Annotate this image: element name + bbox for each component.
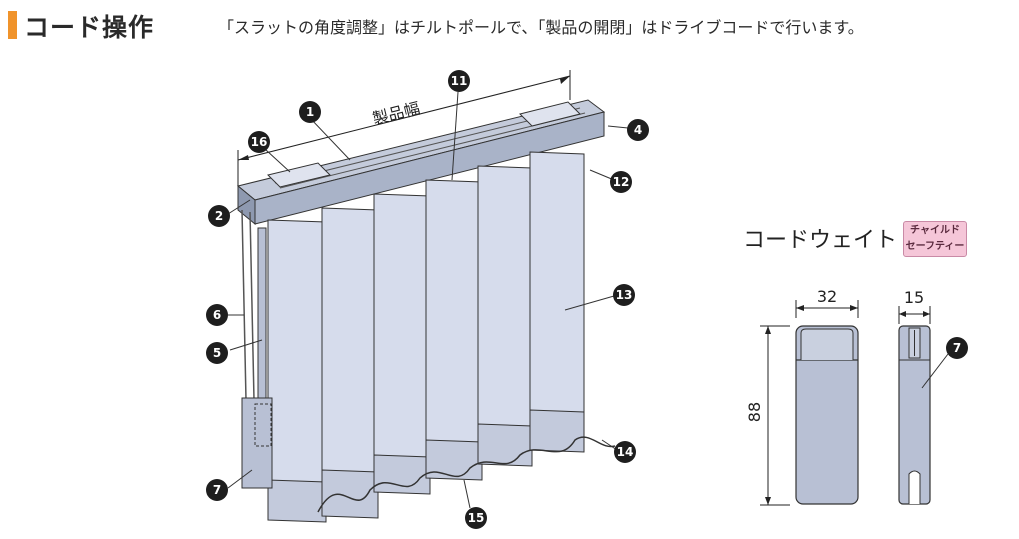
svg-text:6: 6	[213, 308, 221, 322]
slat	[425, 179, 483, 481]
slat	[267, 219, 327, 523]
description-text: 「スラットの角度調整」はチルトポールで、「製品の開閉」はドライブコードで行います…	[218, 18, 864, 37]
slats	[267, 151, 585, 523]
depth-dimension-label: 15	[904, 288, 924, 307]
cords-and-pole	[241, 209, 273, 489]
cord-weight-front-view: 32 88	[745, 287, 859, 506]
callout-4: 4	[627, 119, 649, 141]
callout-14: 14	[614, 441, 636, 463]
callout-13: 13	[613, 284, 635, 306]
svg-text:11: 11	[451, 74, 468, 88]
bottom-chain	[317, 436, 616, 513]
head-rail	[236, 99, 606, 226]
badge-line-1: チャイルド	[910, 225, 960, 236]
callout-7: 7	[206, 479, 228, 501]
callout-1: 1	[299, 101, 321, 123]
svg-text:4: 4	[634, 123, 642, 137]
callout-2: 2	[208, 205, 230, 227]
page-title: コード操作	[24, 13, 155, 42]
svg-text:7: 7	[953, 341, 961, 355]
callout-12: 12	[610, 171, 632, 193]
callout-5: 5	[206, 342, 228, 364]
svg-text:13: 13	[616, 288, 633, 302]
badge-line-2: セーフティー	[905, 241, 965, 252]
svg-text:2: 2	[215, 209, 223, 223]
svg-text:16: 16	[251, 135, 268, 149]
slat	[477, 165, 533, 467]
cord-weight-title: コードウェイト	[743, 228, 898, 253]
svg-text:5: 5	[213, 346, 221, 360]
product-width-label: 製品幅	[371, 98, 422, 128]
slat	[321, 207, 379, 519]
height-dimension-label: 88	[745, 402, 764, 422]
callout-15: 15	[465, 507, 487, 529]
slat	[529, 151, 585, 453]
width-dimension-label: 32	[817, 287, 837, 306]
callout-11: 11	[448, 70, 470, 92]
slat	[373, 193, 431, 495]
child-safety-badge: チャイルド セーフティー	[903, 221, 967, 257]
svg-text:15: 15	[468, 511, 485, 525]
callout-leaders	[227, 91, 629, 509]
svg-text:12: 12	[613, 175, 630, 189]
cord-weight-side-view: 15	[898, 288, 949, 505]
heading-accent-bar	[8, 11, 17, 39]
callout-7-weight: 7	[946, 337, 968, 359]
callout-16: 16	[248, 131, 270, 153]
svg-text:14: 14	[617, 445, 634, 459]
svg-text:1: 1	[306, 105, 314, 119]
svg-text:7: 7	[213, 483, 221, 497]
callout-6: 6	[206, 304, 228, 326]
